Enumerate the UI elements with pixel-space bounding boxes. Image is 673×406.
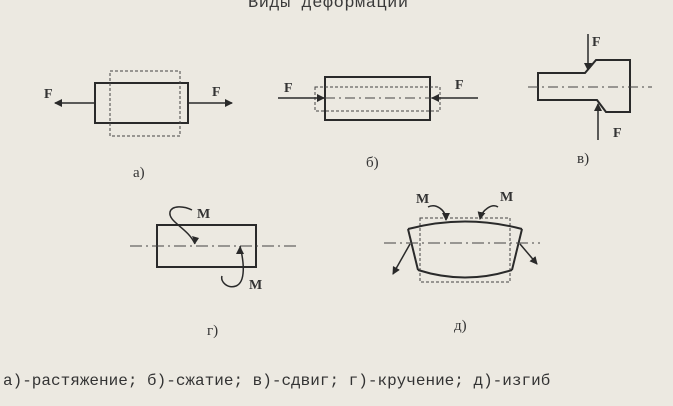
torsion-moment-top-arrowhead bbox=[192, 236, 199, 244]
tension-caption: а) bbox=[133, 165, 145, 181]
tension-deformed-outline bbox=[109, 70, 181, 137]
diagram-shear: F F в) bbox=[528, 34, 652, 167]
tension-body bbox=[94, 82, 189, 124]
figure-title: Виды деформаций bbox=[248, 0, 409, 13]
torsion-moment-bottom-label: M bbox=[249, 278, 262, 293]
bending-moment-right bbox=[477, 205, 499, 220]
torsion-moment-top bbox=[169, 206, 196, 245]
bending-moment-left-label: M bbox=[416, 192, 429, 207]
shear-force-top-label: F bbox=[592, 35, 601, 50]
diagram-compression: F F б) bbox=[278, 76, 478, 171]
bending-beam-ends bbox=[407, 228, 523, 271]
torsion-caption: г) bbox=[207, 323, 218, 339]
tension-force-left-label: F bbox=[44, 87, 53, 102]
bending-load-right bbox=[519, 243, 538, 265]
bending-beam-top bbox=[407, 220, 523, 230]
diagram-torsion: M M г) bbox=[130, 206, 298, 339]
compression-caption: б) bbox=[366, 155, 379, 171]
torsion-moment-bottom bbox=[220, 245, 244, 288]
compression-deformed-outline bbox=[314, 86, 441, 112]
bending-beam-bottom bbox=[417, 269, 513, 279]
tension-force-right-label: F bbox=[212, 85, 221, 100]
bending-undeformed-outline bbox=[419, 217, 511, 283]
torsion-moment-top-label: M bbox=[197, 207, 210, 222]
shear-body bbox=[537, 59, 631, 113]
diagram-bending: M M д) bbox=[384, 190, 540, 334]
shear-caption: в) bbox=[577, 151, 589, 167]
shear-force-bottom-label: F bbox=[613, 126, 622, 141]
compression-force-right-label: F bbox=[455, 78, 464, 93]
torsion-moment-bottom-arrowhead bbox=[236, 246, 244, 254]
compression-force-left-label: F bbox=[284, 81, 293, 96]
diagram-tension: F F а) bbox=[44, 70, 233, 181]
bending-moment-left bbox=[427, 205, 450, 221]
bending-load-left bbox=[392, 243, 411, 275]
bending-caption: д) bbox=[454, 318, 467, 334]
legend-caption: а)-растяжение; б)-сжатие; в)-сдвиг; г)-к… bbox=[3, 372, 551, 390]
bending-moment-right-label: M bbox=[500, 190, 513, 205]
